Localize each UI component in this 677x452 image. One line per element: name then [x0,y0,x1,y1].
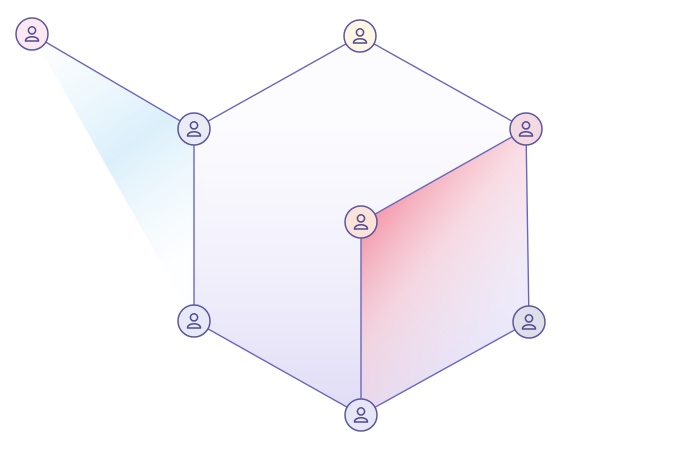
node-n4[interactable] [509,112,543,146]
node-layer [15,17,546,432]
user-icon [353,407,369,423]
user-icon [352,28,368,44]
shade-blue-face [32,34,194,321]
edge-layer [31,33,530,416]
user-icon [518,121,534,137]
node-n3[interactable] [177,112,211,146]
node-n2[interactable] [343,19,377,53]
edge-n4-n7 [525,128,530,323]
user-icon [353,214,369,230]
user-icon [521,314,537,330]
node-n5[interactable] [344,205,378,239]
edge-n7-n8 [360,321,530,416]
node-n7[interactable] [512,305,546,339]
node-n8[interactable] [344,398,378,432]
node-n1[interactable] [15,17,49,51]
edge-n3-n2 [193,35,361,130]
edge-n5-n4 [360,128,527,223]
shade-layer [32,34,529,415]
edge-n1-n3 [31,33,195,130]
user-icon [186,313,202,329]
edge-n8-n6 [193,320,362,416]
shade-red-face [361,129,529,415]
user-icon [186,121,202,137]
user-icon [24,26,40,42]
node-n6[interactable] [177,304,211,338]
edge-n2-n4 [359,35,527,130]
